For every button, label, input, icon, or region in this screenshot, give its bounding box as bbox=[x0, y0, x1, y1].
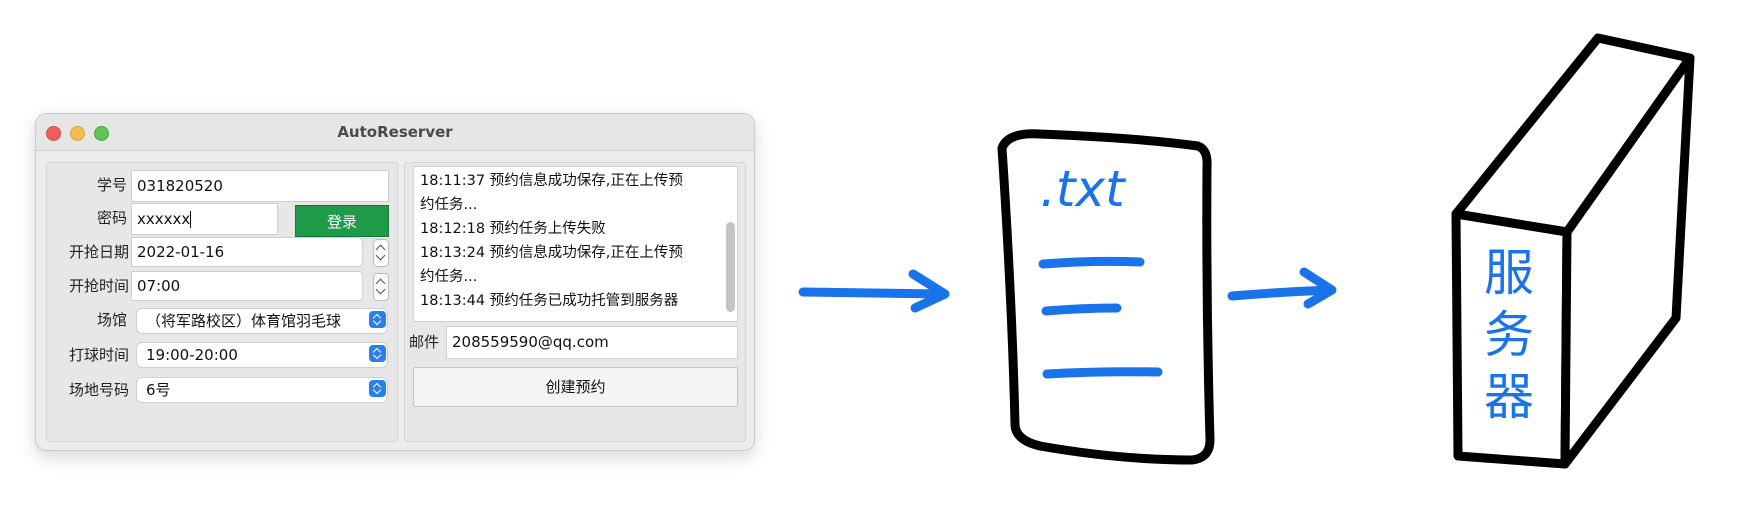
play-time-popup-chevron-icon[interactable] bbox=[369, 345, 386, 362]
start-time-field[interactable]: 07:00 bbox=[131, 271, 363, 301]
venue-select[interactable]: （将军路校区）体育馆羽毛球 bbox=[136, 308, 388, 334]
minimize-window-button[interactable] bbox=[70, 126, 85, 141]
form-pane: 学号 031820520 密码 xxxxxx 登录 开抢日期 2022-01-1… bbox=[46, 162, 398, 442]
zoom-window-button[interactable] bbox=[94, 126, 109, 141]
create-reservation-button[interactable]: 创建预约 bbox=[413, 367, 738, 407]
title-bar: AutoReserver bbox=[36, 114, 754, 151]
server-label-char-3: 器 bbox=[1484, 368, 1534, 426]
venue-label: 场馆 bbox=[96, 311, 127, 329]
start-date-field[interactable]: 2022-01-16 bbox=[131, 237, 363, 267]
log-line: 约任务... bbox=[420, 197, 478, 213]
log-line: 18:11:37 预约信息成功保存,正在上传预 bbox=[420, 173, 683, 189]
venue-value: （将军路校区）体育馆羽毛球 bbox=[146, 312, 342, 330]
log-lines: 18:11:37 预约信息成功保存,正在上传预 约任务... 18:12:18 … bbox=[420, 169, 710, 313]
log-line: 18:13:24 预约信息成功保存,正在上传预 bbox=[420, 245, 683, 261]
student-id-label: 学号 bbox=[96, 176, 127, 194]
play-time-label: 打球时间 bbox=[68, 346, 129, 364]
court-popup-chevron-icon[interactable] bbox=[369, 380, 386, 397]
start-date-label: 开抢日期 bbox=[68, 243, 129, 261]
window-title: AutoReserver bbox=[337, 123, 453, 141]
file-icon: .txt bbox=[997, 129, 1215, 465]
log-line: 约任务... bbox=[420, 269, 478, 285]
start-date-stepper-icon[interactable] bbox=[373, 239, 389, 267]
arrow-icon bbox=[798, 269, 950, 313]
venue-popup-chevron-icon[interactable] bbox=[369, 311, 386, 328]
password-label: 密码 bbox=[96, 209, 127, 227]
text-cursor bbox=[190, 211, 192, 228]
password-field[interactable]: xxxxxx bbox=[131, 203, 278, 235]
log-line: 18:12:18 预约任务上传失败 bbox=[420, 221, 606, 237]
login-button[interactable]: 登录 bbox=[295, 205, 389, 237]
email-field[interactable]: 208559590@qq.com bbox=[446, 326, 738, 359]
student-id-field[interactable]: 031820520 bbox=[131, 170, 389, 202]
server-label-char-1: 服 bbox=[1484, 244, 1534, 302]
server-box-icon bbox=[1451, 33, 1695, 469]
court-select[interactable]: 6号 bbox=[136, 377, 388, 403]
password-value: xxxxxx bbox=[137, 210, 191, 228]
start-time-stepper-icon[interactable] bbox=[373, 273, 389, 301]
app-window: AutoReserver 学号 031820520 密码 xxxxxx 登录 开… bbox=[36, 114, 754, 450]
court-label: 场地号码 bbox=[68, 381, 129, 399]
email-label: 邮件 bbox=[409, 333, 440, 351]
arrow-icon bbox=[1227, 267, 1337, 309]
play-time-select[interactable]: 19:00-20:00 bbox=[136, 342, 388, 368]
server-label-char-2: 务 bbox=[1484, 306, 1534, 364]
server-label: 服 务 器 bbox=[1484, 244, 1550, 426]
status-pane: 18:11:37 预约信息成功保存,正在上传预 约任务... 18:12:18 … bbox=[404, 162, 746, 442]
start-time-label: 开抢时间 bbox=[68, 277, 129, 295]
file-label: .txt bbox=[1040, 160, 1127, 218]
court-value: 6号 bbox=[146, 381, 171, 399]
log-scrollbar[interactable] bbox=[726, 222, 735, 312]
log-text-area[interactable]: 18:11:37 预约信息成功保存,正在上传预 约任务... 18:12:18 … bbox=[413, 166, 738, 322]
log-line: 18:13:44 预约任务已成功托管到服务器 bbox=[420, 293, 679, 309]
play-time-value: 19:00-20:00 bbox=[146, 346, 238, 364]
close-window-button[interactable] bbox=[46, 126, 61, 141]
